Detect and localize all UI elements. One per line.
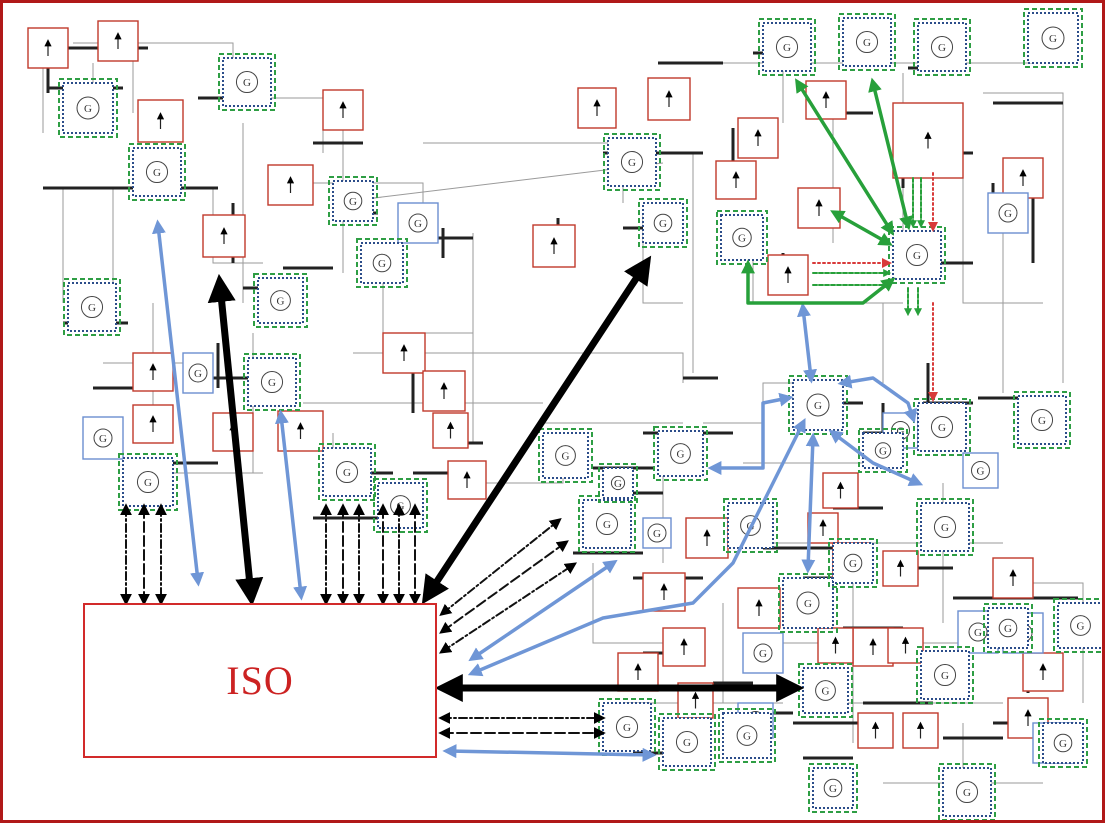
dashed-arrow-black <box>443 543 565 631</box>
generator-symbol: G <box>974 627 982 639</box>
generator-symbol: G <box>623 722 631 734</box>
generator-symbol: G <box>913 250 921 262</box>
generator-symbol: G <box>829 783 837 795</box>
generator-symbol: G <box>653 528 661 540</box>
generator-symbol: G <box>938 422 946 434</box>
generator-symbol: G <box>277 296 285 308</box>
generator-symbol: G <box>743 731 751 743</box>
generator-symbol: G <box>268 377 276 389</box>
generator-symbol: G <box>628 157 636 169</box>
generator-symbol: G <box>562 451 570 463</box>
generator-symbol: G <box>677 449 685 461</box>
generator-symbol: G <box>349 196 357 208</box>
generator-symbol: G <box>414 218 422 230</box>
double-arrow-blue <box>158 225 198 581</box>
double-arrow-green <box>835 213 888 243</box>
generator-symbol: G <box>378 258 386 270</box>
dashed-arrow-black <box>443 521 558 613</box>
generator-symbol: G <box>849 558 857 570</box>
iso-label: ISO <box>226 657 293 704</box>
generator-symbol: G <box>977 466 985 478</box>
generator-symbol: G <box>683 737 691 749</box>
generator-symbol: G <box>1077 621 1085 633</box>
generator-symbol: G <box>941 522 949 534</box>
generator-symbol: G <box>84 103 92 115</box>
generator-symbol: G <box>879 446 887 458</box>
generator-symbol: G <box>1038 415 1046 427</box>
generator-symbol: G <box>963 787 971 799</box>
generator-symbol: G <box>941 670 949 682</box>
generator-symbol: G <box>603 519 611 531</box>
generator-symbol: G <box>804 598 812 610</box>
generator-symbol: G <box>144 477 152 489</box>
double-arrow-blue <box>803 308 811 378</box>
generator-symbol: G <box>243 77 251 89</box>
double-arrow-blue <box>448 751 651 755</box>
transmission-line <box>983 93 1063 383</box>
generator-symbol: G <box>1004 623 1012 635</box>
generator-symbol: G <box>783 42 791 54</box>
generator-symbol: G <box>863 37 871 49</box>
iso-box: ISO <box>83 603 437 758</box>
transmission-line <box>423 143 623 203</box>
generator-symbol: G <box>822 686 830 698</box>
double-arrow-blue <box>843 378 913 418</box>
generator-symbol: G <box>614 478 622 490</box>
generator-symbol: G <box>153 167 161 179</box>
generator-symbol: G <box>343 467 351 479</box>
generator-symbol: G <box>938 42 946 54</box>
generator-symbol: G <box>1059 738 1067 750</box>
generator-symbol: G <box>1004 208 1012 220</box>
generator-symbol: G <box>194 368 202 380</box>
generator-symbol: G <box>814 400 822 412</box>
generator-symbol: G <box>759 648 767 660</box>
generator-symbol: G <box>738 233 746 245</box>
generator-symbol: G <box>1049 33 1057 45</box>
generator-symbol: G <box>659 218 667 230</box>
generator-symbol: G <box>88 302 96 314</box>
generator-symbol: G <box>99 433 107 445</box>
generator-symbol: G <box>397 501 405 513</box>
